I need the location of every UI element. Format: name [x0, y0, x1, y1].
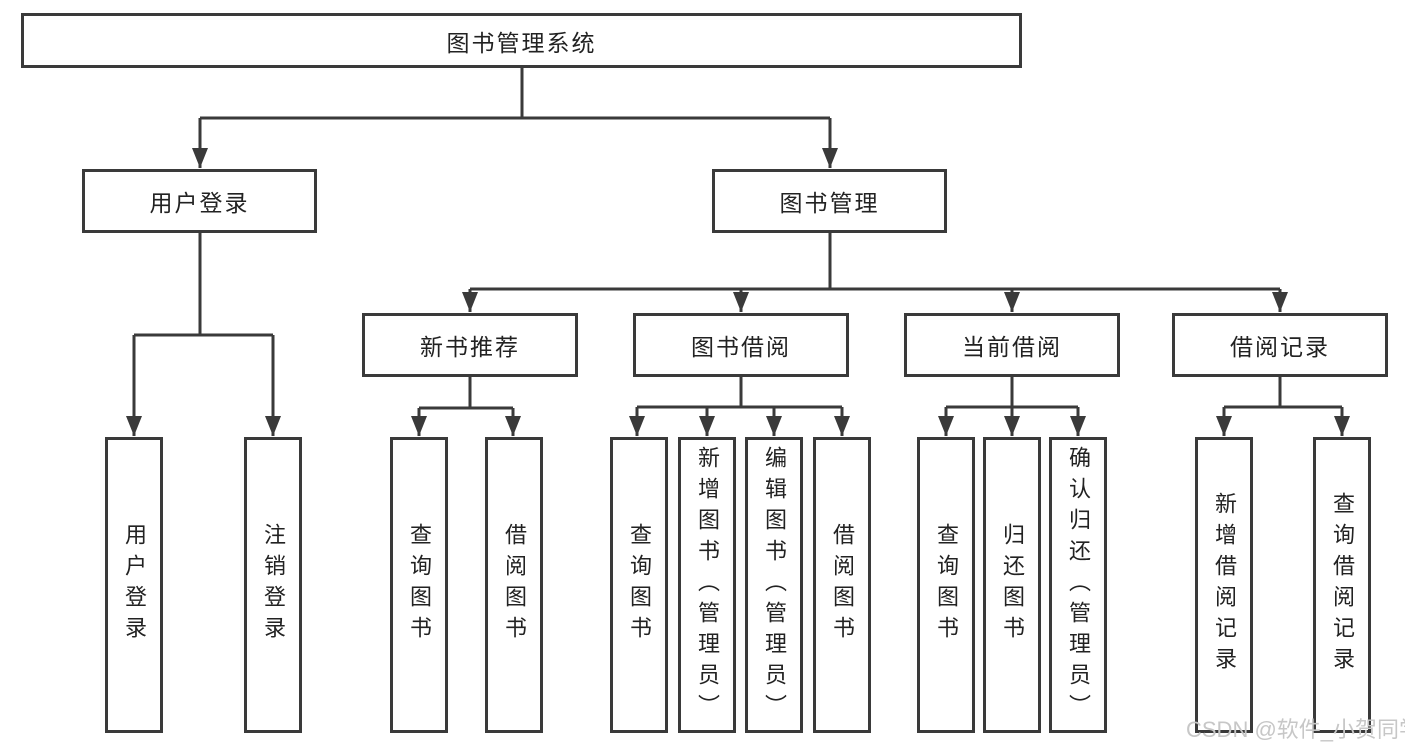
node-borrow-records: 借阅记录: [1172, 313, 1388, 377]
leaf-return-books: 归还图书: [983, 437, 1041, 733]
leaf-label: 用户登录: [122, 523, 147, 647]
leaf-label: 查询图书: [407, 523, 432, 647]
leaf-borrow-books: 借阅图书: [813, 437, 871, 733]
leaf-label: 确认归还（管理员）: [1066, 445, 1091, 725]
node-root: 图书管理系统: [21, 13, 1022, 68]
leaf-user-login: 用户登录: [105, 437, 163, 733]
leaf-label: 编辑图书（管理员）: [762, 445, 787, 725]
leaf-label: 查询借阅记录: [1330, 492, 1355, 678]
leaf-label: 查询图书: [934, 523, 959, 647]
leaf-label: 借阅图书: [502, 523, 527, 647]
leaf-query-borrow-record: 查询借阅记录: [1313, 437, 1371, 733]
csdn-watermark: CSDN @软件_小贺同学: [1186, 717, 1405, 742]
leaf-query-books-borrow: 查询图书: [610, 437, 668, 733]
leaf-query-books-current: 查询图书: [917, 437, 975, 733]
node-book-management: 图书管理: [712, 169, 947, 233]
node-book-borrow: 图书借阅: [633, 313, 849, 377]
node-new-book-recommend: 新书推荐: [362, 313, 578, 377]
leaf-label: 新增图书（管理员）: [695, 445, 720, 725]
leaf-query-books-recommend: 查询图书: [390, 437, 448, 733]
leaf-edit-books-admin: 编辑图书（管理员）: [745, 437, 803, 733]
leaf-label: 归还图书: [1000, 523, 1025, 647]
leaf-label: 新增借阅记录: [1212, 492, 1237, 678]
node-user-login: 用户登录: [82, 169, 317, 233]
leaf-label: 注销登录: [261, 523, 286, 647]
leaf-label: 查询图书: [627, 523, 652, 647]
leaf-logout: 注销登录: [244, 437, 302, 733]
leaf-confirm-return-admin: 确认归还（管理员）: [1049, 437, 1107, 733]
leaf-borrow-books-recommend: 借阅图书: [485, 437, 543, 733]
leaf-add-borrow-record: 新增借阅记录: [1195, 437, 1253, 733]
leaf-label: 借阅图书: [830, 523, 855, 647]
node-current-borrow: 当前借阅: [904, 313, 1120, 377]
leaf-add-books-admin: 新增图书（管理员）: [678, 437, 736, 733]
